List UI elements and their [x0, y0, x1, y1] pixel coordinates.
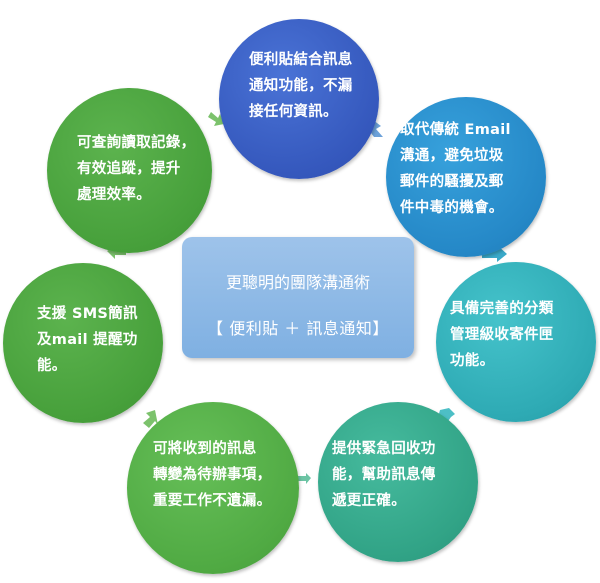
node-top: 便利貼結合訊息 通知功能，不漏 接任何資訊。 [219, 19, 379, 179]
center-title: 更聰明的團隊溝通術 [225, 273, 370, 292]
center-subtitle: 【 便利貼 ＋ 訊息通知】 [207, 319, 389, 338]
node-lower-left-text: 支援 SMS簡訊 及mail 提醒功 能。 [37, 306, 138, 374]
node-lower-right-text: 具備完善的分類 管理級收寄件匣 功能。 [450, 301, 554, 369]
node-bottom-left: 可將收到的訊息 轉變為待辦事項， 重要工作不遺漏。 [127, 402, 299, 574]
node-bottom-right: 提供緊急回收功 能，幫助訊息傳 遞更正確。 [318, 402, 478, 562]
node-lower-right: 具備完善的分類 管理級收寄件匣 功能。 [436, 262, 596, 422]
node-upper-left: 可查詢讀取記錄， 有效追蹤，提升 處理效率。 [47, 88, 212, 253]
node-bottom-left-text: 可將收到的訊息 轉變為待辦事項， 重要工作不遺漏。 [153, 441, 272, 509]
arrow-bottom-right-to-bottom-left [296, 473, 311, 484]
node-upper-left-text: 可查詢讀取記錄， 有效追蹤，提升 處理效率。 [77, 135, 196, 203]
node-upper-right-text: 取代傳統 Email 溝通，避免垃圾 郵件的騷擾及郵 件中毒的機會。 [400, 122, 511, 216]
node-bottom-right-text: 提供緊急回收功 能，幫助訊息傳 遞更正確。 [332, 441, 436, 509]
node-top-text: 便利貼結合訊息 通知功能，不漏 接任何資訊。 [249, 52, 353, 120]
node-upper-right: 取代傳統 Email 溝通，避免垃圾 郵件的騷擾及郵 件中毒的機會。 [386, 97, 546, 257]
center-title-box: 更聰明的團隊溝通術 【 便利貼 ＋ 訊息通知】 [182, 237, 414, 358]
arrow-bottom-left-to-lower-left [143, 410, 158, 428]
node-lower-left: 支援 SMS簡訊 及mail 提醒功 能。 [3, 263, 163, 423]
